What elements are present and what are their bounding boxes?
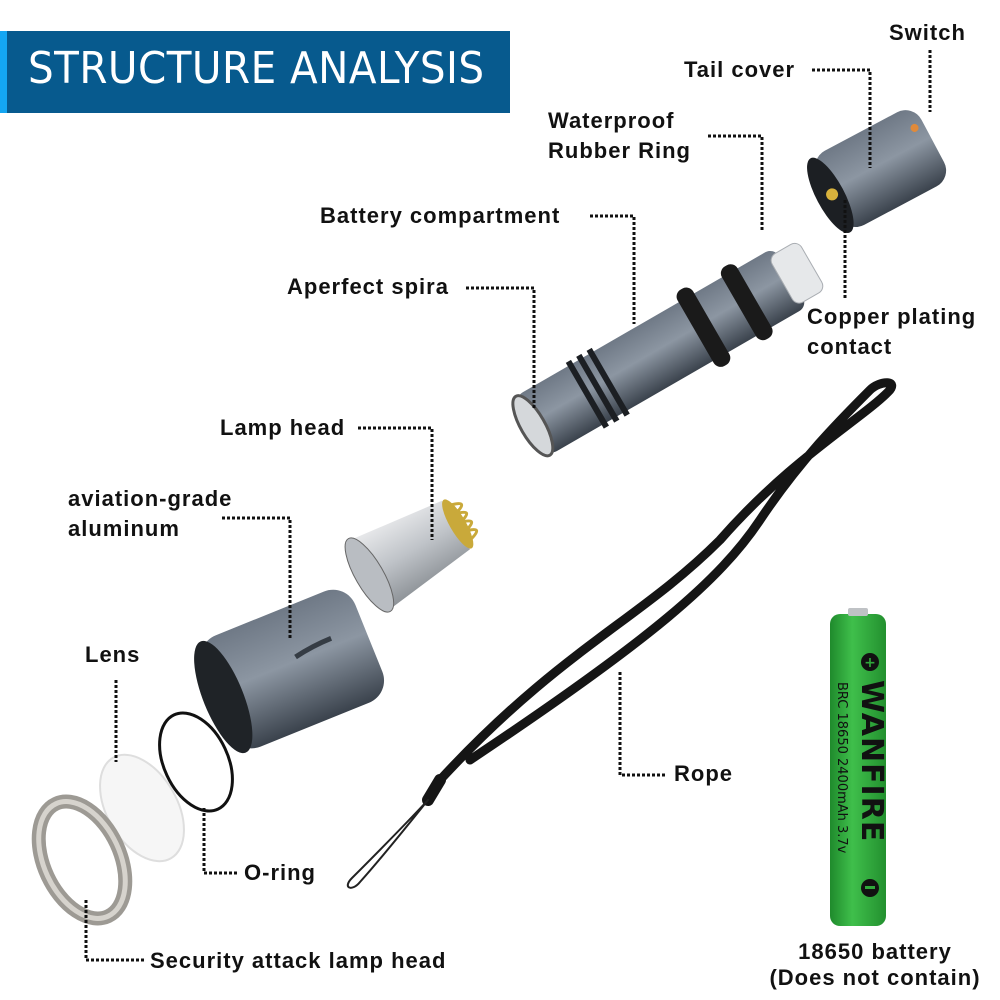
lanyard-rope (346, 378, 897, 889)
battery-compartment (511, 242, 824, 458)
lens (99, 753, 185, 863)
label-tail-cover: Tail cover (684, 57, 796, 82)
leader-lines (84, 50, 932, 962)
label-copper-contact-line1: Copper plating (807, 304, 977, 329)
security-bezel (31, 794, 133, 926)
o-ring (158, 711, 234, 813)
battery-spec: BRC 18650 2400mAh 3.7v (834, 682, 849, 854)
banner-accent-bar (0, 31, 7, 113)
label-lamp-head: Lamp head (220, 415, 346, 440)
battery-plus-icon (861, 653, 879, 671)
title-banner: STRUCTURE ANALYSIS (0, 31, 510, 113)
copper-contact (826, 188, 839, 201)
label-o-ring: O-ring (244, 860, 316, 885)
label-rope: Rope (674, 761, 733, 786)
label-aluminum-line1: aviation-grade (68, 486, 233, 511)
page-title: STRUCTURE ANALYSIS (28, 43, 485, 94)
switch-button (910, 123, 919, 132)
label-security-head: Security attack lamp head (150, 948, 447, 973)
label-switch: Switch (889, 20, 966, 45)
label-copper-contact-line2: contact (807, 334, 893, 359)
label-battery-compartment: Battery compartment (320, 203, 561, 228)
battery-cell: + WANFIRE BRC 18650 2400mAh 3.7v (830, 608, 889, 926)
lamp-head (344, 499, 479, 613)
label-waterproof-ring-line2: Rubber Ring (548, 138, 691, 163)
label-aluminum-line2: aluminum (68, 516, 180, 541)
label-lens: Lens (85, 642, 141, 667)
tail-cover (807, 110, 947, 234)
head-bezel (194, 589, 385, 754)
label-battery-line1: 18650 battery (798, 939, 952, 964)
label-spiral: Aperfect spira (287, 274, 449, 299)
battery-brand: WANFIRE (854, 680, 889, 842)
label-waterproof-ring-line1: Waterproof (548, 108, 675, 133)
label-battery-line2: (Does not contain) (769, 965, 981, 990)
battery-plus-glyph: + (864, 655, 876, 671)
